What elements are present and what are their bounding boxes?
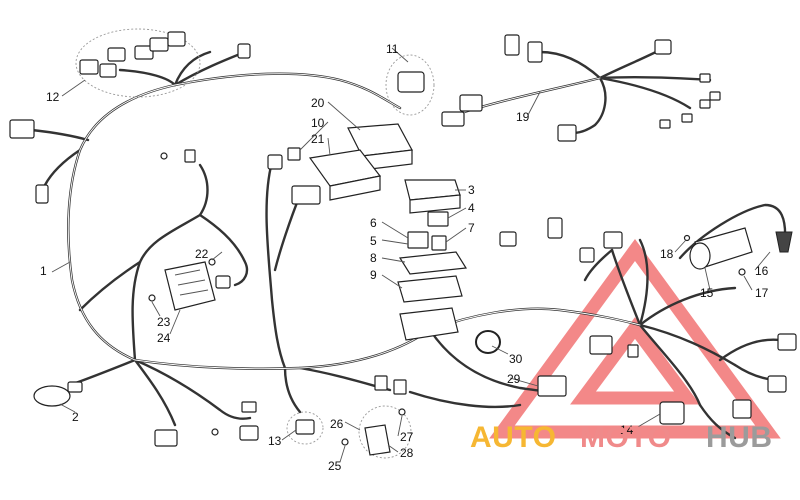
callout-19: 19: [516, 110, 530, 124]
plug-2-connector: [67, 381, 83, 393]
connector-right-c: [603, 231, 623, 249]
spark-plug-cap-16: [775, 231, 793, 253]
connector-mid: [291, 185, 321, 205]
connector-left-plug: [35, 184, 49, 204]
connector-bottom-mid-b: [393, 379, 407, 395]
connector-cluster-12: [75, 28, 201, 98]
washer-18: [683, 234, 691, 242]
regulator-connector: [215, 275, 231, 289]
control-module-21: [308, 149, 382, 201]
relay-6: [407, 231, 429, 249]
callout-5: 5: [370, 234, 377, 248]
fuse-block-8: [398, 251, 468, 275]
watermark-part-moto: MOTO: [580, 421, 671, 454]
nut-27: [398, 408, 406, 416]
plug-2: [33, 385, 71, 407]
connector-lower-mid-b: [241, 401, 257, 413]
callout-29: 29: [507, 372, 521, 386]
connector-top: [237, 43, 251, 59]
relay-4: [427, 211, 449, 227]
leader-lines: [51, 47, 771, 463]
ignition-coil-15: [689, 227, 753, 270]
callout-3: 3: [468, 183, 475, 197]
connector-far-right-a: [767, 375, 787, 393]
sub-harness-19-connectors: [441, 34, 721, 142]
connector-lower-left: [154, 429, 178, 447]
callout-23: 23: [157, 315, 171, 329]
callout-11: 11: [386, 42, 399, 56]
callout-28: 28: [400, 446, 414, 460]
callout-21: 21: [311, 132, 325, 146]
callout-30: 30: [509, 352, 523, 366]
connector-right-f: [627, 344, 639, 358]
connector-29: [537, 375, 567, 397]
callout-2: 2: [72, 410, 79, 424]
ring-terminal: [160, 152, 168, 160]
connector-10: [287, 147, 301, 161]
callout-14: 14: [620, 423, 634, 437]
callout-16: 16: [755, 264, 769, 278]
callout-1: 1: [40, 264, 47, 278]
callout-20: 20: [311, 96, 325, 110]
callout-25: 25: [328, 459, 342, 473]
callout-24: 24: [157, 331, 171, 345]
callout-4: 4: [468, 201, 475, 215]
connector-right-e: [589, 335, 613, 355]
connector-bottom-mid: [374, 375, 388, 391]
callout-15: 15: [700, 286, 714, 300]
connector-10b: [267, 154, 283, 170]
watermark-logo-triangle: [489, 238, 781, 439]
connector-lower-mid: [239, 425, 259, 441]
relay-cover-3: [404, 179, 461, 214]
callout-10: 10: [311, 116, 325, 130]
connector-far-right-b: [777, 333, 797, 351]
fuse-box-base: [399, 307, 459, 341]
bolt-22: [208, 258, 216, 266]
callout-13: 13: [268, 434, 282, 448]
watermark-part-auto: AUTO: [470, 421, 556, 454]
connector-right-a: [499, 231, 517, 247]
connector-right-d: [579, 247, 595, 263]
callout-8: 8: [370, 251, 377, 265]
ring-terminal-lower: [211, 428, 219, 436]
bolt-17: [738, 268, 746, 276]
fuse-gasket-9: [397, 275, 463, 303]
callout-27: 27: [400, 430, 414, 444]
callout-7: 7: [468, 221, 475, 235]
relay-7: [431, 235, 447, 251]
watermark-part-hub: HUB: [706, 421, 773, 454]
callout-9: 9: [370, 268, 377, 282]
connector-upper-left: [9, 119, 35, 139]
callout-26: 26: [330, 417, 344, 431]
callout-12: 12: [46, 90, 60, 104]
connector-lower-right: [732, 399, 752, 419]
connector-13: [286, 411, 324, 445]
callout-17: 17: [755, 286, 769, 300]
grommet-30: [475, 330, 501, 354]
callout-18: 18: [660, 247, 674, 261]
watermark-logo-text: AUTO MOTO HUB: [470, 421, 773, 454]
screw-25: [341, 438, 349, 446]
connector-small-top: [184, 149, 196, 163]
callout-numbers: 1 2 3 4 5 6 7 8 9 10 11 12 13 14 15 16 1…: [40, 42, 769, 473]
callout-6: 6: [370, 216, 377, 230]
callout-22: 22: [195, 247, 209, 261]
connector-right-b: [547, 217, 563, 239]
nut-23: [148, 294, 156, 302]
voltage-regulator-24: [164, 261, 216, 311]
switch-bracket-28: [358, 405, 412, 459]
connector-14: [659, 401, 685, 425]
control-module-20: [347, 123, 413, 171]
connector-11: [385, 54, 435, 116]
